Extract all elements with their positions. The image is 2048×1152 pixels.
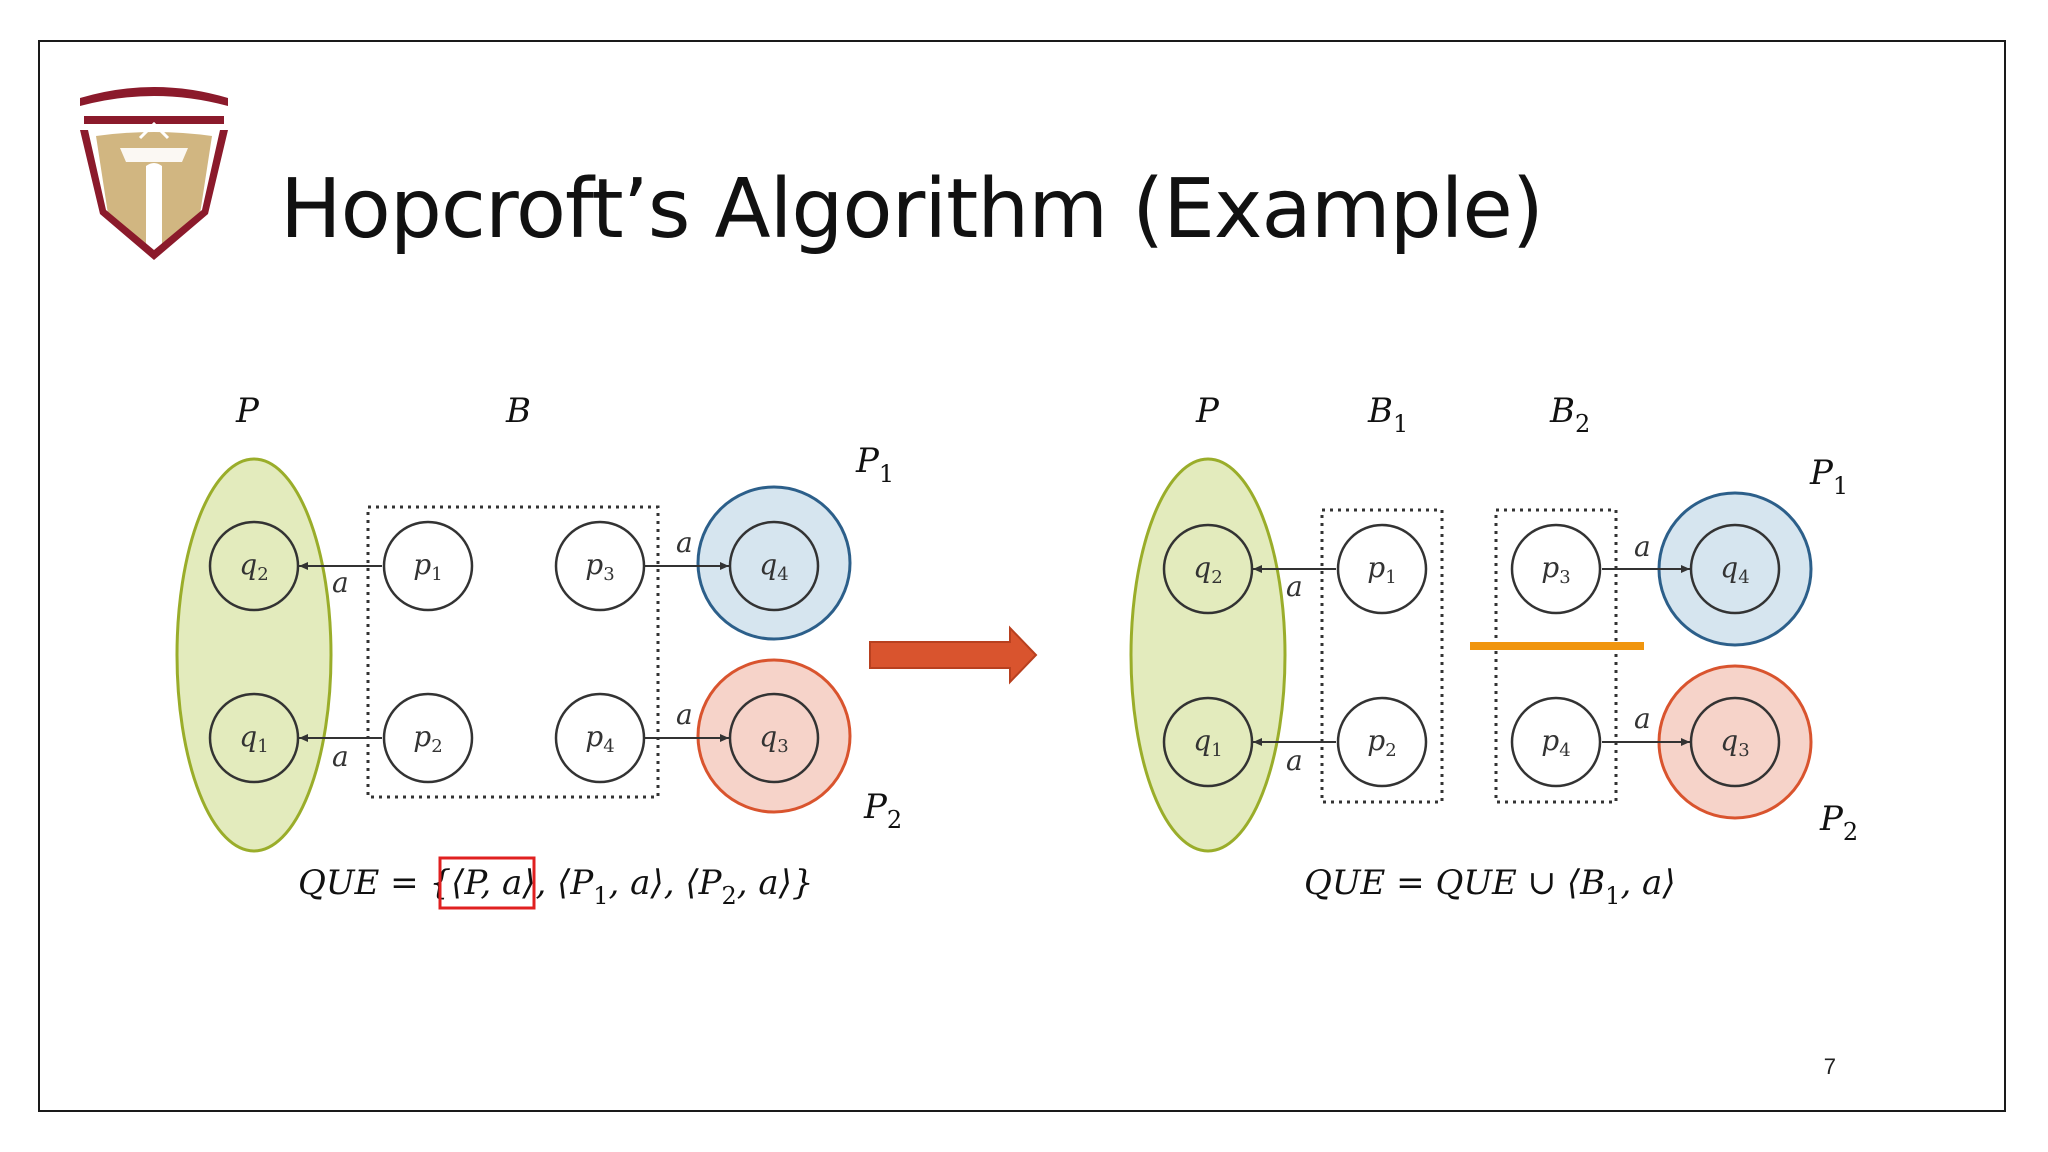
left-que-expression: QUE = {⟨P, a⟩, ⟨P1, a⟩, ⟨P2, a⟩} xyxy=(298,863,814,910)
right-group-P-ellipse xyxy=(1129,457,1287,853)
right-label-P: P xyxy=(1195,391,1220,431)
left-label-P: P xyxy=(235,391,260,431)
svg-text:p1: p1 xyxy=(1367,551,1396,588)
right-arrow-icon xyxy=(869,625,1038,685)
right-edge-label-p4-q3: a xyxy=(1634,702,1651,735)
right-node-q3: q3 xyxy=(1689,696,1781,788)
svg-text:q4: q4 xyxy=(1720,551,1749,588)
svg-text:p3: p3 xyxy=(585,548,614,585)
right-diagram: P B1 B2 P1 P2 a a a a q2 q1 p1 xyxy=(1129,391,1858,910)
left-node-p4: p4 xyxy=(554,692,646,784)
svg-text:q1: q1 xyxy=(1193,724,1222,761)
right-node-p1: p1 xyxy=(1336,523,1428,615)
left-edge-label-p3-q4: a xyxy=(676,526,693,559)
svg-text:q2: q2 xyxy=(1193,551,1222,588)
left-node-q2: q2 xyxy=(208,520,300,612)
svg-text:p2: p2 xyxy=(1367,724,1396,761)
svg-text:p4: p4 xyxy=(1541,724,1570,761)
svg-text:q3: q3 xyxy=(759,720,788,757)
left-edge-label-p4-q3: a xyxy=(676,698,693,731)
university-shield-logo xyxy=(80,87,228,260)
left-group-P-ellipse xyxy=(175,457,333,853)
right-node-q2: q2 xyxy=(1162,523,1254,615)
right-que-expression: QUE = QUE ∪ ⟨B1, a⟩ xyxy=(1304,863,1676,910)
left-group-P2-circle xyxy=(696,658,852,814)
right-label-P1: P1 xyxy=(1809,453,1848,500)
right-label-B2: B2 xyxy=(1549,391,1590,438)
highlighted-pair: ⟨P, a⟩ xyxy=(451,863,535,903)
right-node-p2: p2 xyxy=(1336,696,1428,788)
left-node-p3: p3 xyxy=(554,520,646,612)
left-node-q1: q1 xyxy=(208,692,300,784)
svg-text:p3: p3 xyxy=(1541,551,1570,588)
right-edge-label-p1-q2: a xyxy=(1286,570,1303,603)
left-label-P1: P1 xyxy=(855,441,894,488)
left-edge-label-p2-q1: a xyxy=(332,740,349,773)
page-number: 7 xyxy=(1823,1054,1836,1079)
svg-text:q4: q4 xyxy=(759,548,788,585)
right-node-q1: q1 xyxy=(1162,696,1254,788)
svg-text:p4: p4 xyxy=(585,720,614,757)
svg-text:p1: p1 xyxy=(413,548,442,585)
left-node-p1: p1 xyxy=(382,520,474,612)
right-block-B1 xyxy=(1320,508,1444,804)
left-label-B: B xyxy=(505,391,531,431)
left-edge-label-p1-q2: a xyxy=(332,566,349,599)
right-node-q4: q4 xyxy=(1689,523,1781,615)
svg-text:q1: q1 xyxy=(239,720,268,757)
right-node-p4: p4 xyxy=(1510,696,1602,788)
right-node-p3: p3 xyxy=(1510,523,1602,615)
left-diagram: P B P1 P2 a a a a q2 q1 p1 xyxy=(175,391,902,910)
left-label-P2: P2 xyxy=(863,787,902,834)
left-node-p2: p2 xyxy=(382,692,474,784)
svg-text:q3: q3 xyxy=(1720,724,1749,761)
left-node-q4: q4 xyxy=(728,520,820,612)
left-group-P1-circle xyxy=(696,485,852,641)
right-label-P2: P2 xyxy=(1819,799,1858,846)
highlight-box xyxy=(438,856,536,910)
left-block-B xyxy=(366,505,660,799)
svg-text:p2: p2 xyxy=(413,720,442,757)
slide-title: Hopcroft’s Algorithm (Example) xyxy=(280,162,1544,257)
right-label-B1: B1 xyxy=(1367,391,1408,438)
right-edge-label-p3-q4: a xyxy=(1634,530,1651,563)
left-node-q3: q3 xyxy=(728,692,820,784)
right-edge-label-p2-q1: a xyxy=(1286,744,1303,777)
svg-text:q2: q2 xyxy=(239,548,268,585)
right-block-B2 xyxy=(1494,508,1618,804)
